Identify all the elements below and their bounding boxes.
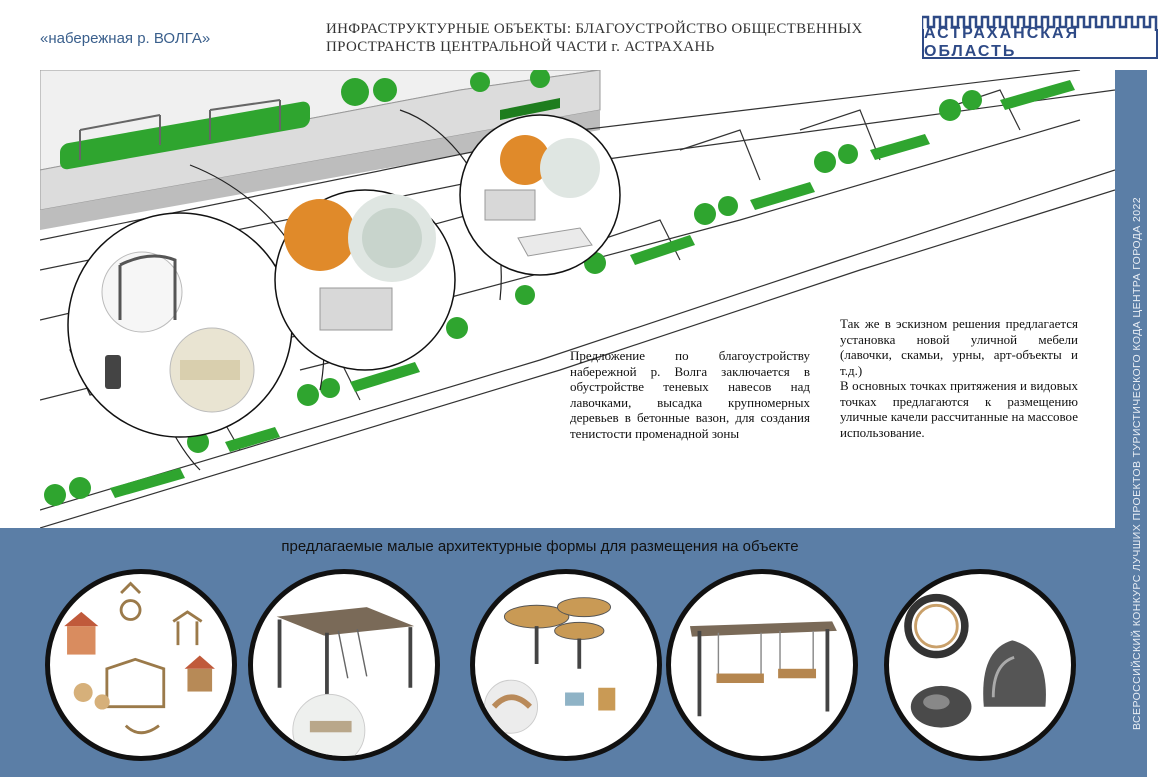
furniture-paragraph: Так же в эскизном решения предлагается у… — [840, 316, 1078, 378]
page-title: ИНФРАСТРУКТУРНЫЕ ОБЪЕКТЫ: БЛАГОУСТРОЙСТВ… — [326, 21, 863, 55]
art-objects-image — [884, 569, 1076, 761]
playground-illustration — [64, 581, 215, 735]
playground-equipment-image — [45, 569, 237, 761]
bottom-caption: предлагаемые малые архитектурные формы д… — [281, 538, 799, 555]
competition-label: ВСЕРОССИЙСКИЙ КОНКУРС ЛУЧШИХ ПРОЕКТОВ ТУ… — [1131, 197, 1143, 730]
swing-illustration — [689, 621, 837, 717]
furniture-description: Так же в эскизном решения предлагается у… — [840, 316, 1078, 440]
location-title: «набережная р. ВОЛГА» — [40, 30, 211, 47]
swings-paragraph: В основных точках притяжения и видовых т… — [840, 378, 1078, 440]
proposal-description: Предложение по благоустройству набережно… — [570, 348, 810, 441]
art-objects-illustration — [904, 593, 1046, 728]
swing-bench-image — [666, 569, 858, 761]
logo-ornament-icon — [920, 15, 1158, 31]
site-plan-drawing — [40, 70, 1115, 528]
pergola-bench-image — [248, 569, 440, 761]
logo-text: АСТРАХАНСКАЯ ОБЛАСТЬ — [922, 25, 1158, 60]
region-logo: АСТРАХАНСКАЯ ОБЛАСТЬ — [920, 13, 1158, 63]
side-band — [1115, 70, 1147, 777]
tables-illustration — [484, 597, 616, 734]
site-plan-illustration — [40, 70, 1115, 528]
tables-seating-image — [470, 569, 662, 761]
pergola-illustration — [276, 607, 415, 756]
